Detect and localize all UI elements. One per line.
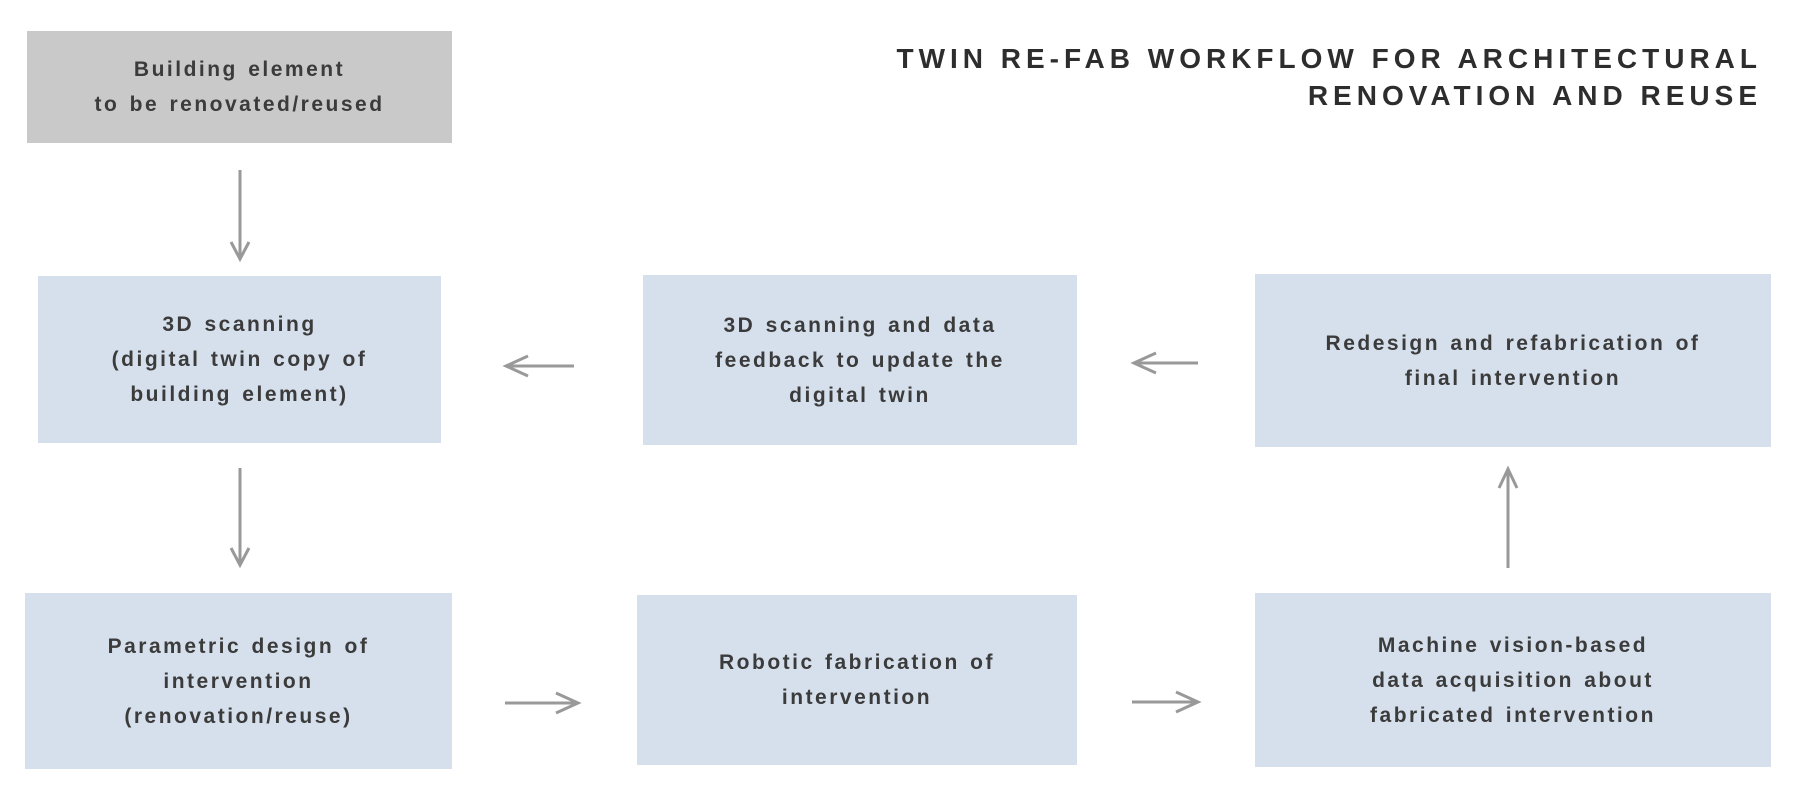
right-arrow-icon-parametric-to-robotic bbox=[505, 691, 582, 715]
down-arrow-icon-building-to-scanning bbox=[229, 170, 251, 263]
node-label: 3D scanning (digital twin copy of buildi… bbox=[111, 313, 368, 406]
node-redesign-refabrication: Redesign and refabrication of final inte… bbox=[1255, 274, 1771, 447]
left-arrow-icon-feedback-to-scanning bbox=[502, 354, 574, 378]
node-label: Machine vision-based data acquisition ab… bbox=[1370, 633, 1656, 727]
node-label: Building element to be renovated/reused bbox=[94, 58, 385, 116]
node-label: Redesign and refabrication of final inte… bbox=[1325, 331, 1701, 390]
node-parametric-design: Parametric design of intervention (renov… bbox=[25, 593, 452, 769]
node-scanning-data-feedback: 3D scanning and data feedback to update … bbox=[643, 275, 1077, 445]
node-label: Parametric design of intervention (renov… bbox=[107, 634, 370, 728]
up-arrow-icon-machinevision-to-redesign bbox=[1497, 465, 1519, 568]
node-3d-scanning-digital-twin: 3D scanning (digital twin copy of buildi… bbox=[38, 276, 441, 443]
left-arrow-icon-redesign-to-feedback bbox=[1130, 351, 1198, 375]
node-label: 3D scanning and data feedback to update … bbox=[715, 313, 1005, 407]
node-label: Robotic fabrication of intervention bbox=[719, 651, 995, 709]
node-building-element: Building element to be renovated/reused bbox=[27, 31, 452, 143]
diagram-title: TWIN RE-FAB WORKFLOW FOR ARCHITECTURAL R… bbox=[896, 43, 1762, 111]
node-machine-vision-data: Machine vision-based data acquisition ab… bbox=[1255, 593, 1771, 767]
down-arrow-icon-scanning-to-parametric bbox=[229, 468, 251, 569]
node-robotic-fabrication: Robotic fabrication of intervention bbox=[637, 595, 1077, 765]
right-arrow-icon-robotic-to-machinevision bbox=[1132, 690, 1202, 714]
